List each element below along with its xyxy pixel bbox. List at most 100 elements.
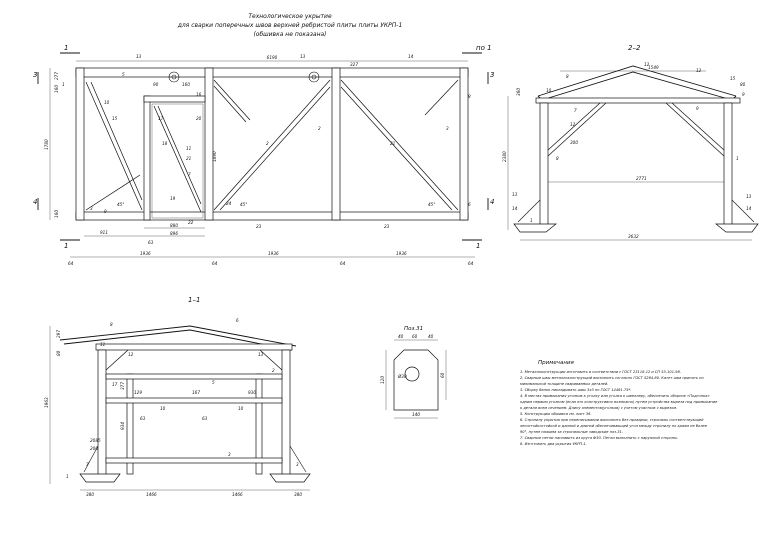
front-door-head [143,95,206,103]
front-pos-14: 19 [170,196,176,201]
pos31-left-h: 120 [380,376,385,384]
pos31-hole: Ø30 [397,374,407,379]
front-post-left [75,67,85,221]
front-door-post-left [143,95,151,221]
pos31-top-a: 40 [398,334,404,339]
front-pos-6: 16 [196,92,202,97]
dim-top-mark3: 160 [182,82,190,87]
view11-post-left [97,349,107,476]
note-line-10: лесостойкостойкой и длиной и длиной обес… [519,424,708,428]
view11-dim-i5: 63 [202,416,208,421]
view11-dim-b-mid1: 1466 [146,492,157,497]
front-pos-2: 13 [300,54,306,59]
view11-pos-5: 13 [258,352,264,357]
front-pos-3: 14 [408,54,414,59]
pos31-hole-icon [404,366,420,382]
view11-dim-h-top2: 80 [56,350,61,356]
view22-dim-a3: 15 [730,76,736,81]
front-pos-5: 1 [62,82,65,87]
view-2-2: 2–2 1549 2771 3632 2380 360 300 80 15 [502,44,759,241]
cut1-bottom-right: 1 [476,242,480,250]
front-pos-4: 5 [122,72,125,77]
front-pos-25: 6 [468,202,471,207]
view22-pos-2: 10 [546,88,552,93]
view11-dim-v1: 377 [120,382,125,390]
view11-dim-b-right: 380 [294,492,302,497]
front-pos-7: 15 [112,116,118,121]
note-line-3: минимальной толщине свариваемых деталей. [520,382,608,386]
view11-dim-i3: 930 [248,390,256,395]
view22-dim-bottom: 2771 [636,176,647,181]
view11-dim-v2: 934 [120,422,125,430]
lifting-loop-icon [308,71,320,83]
cut1-bottom-left: 1 [64,242,68,250]
view22-pos-14: 8 [556,156,559,161]
title-line1: Технологическое укрытие [248,13,332,20]
pos31-right-h: 60 [440,372,445,378]
view11-pos-10: 10 [238,406,244,411]
view11-dim-b-mid2: 1466 [232,492,243,497]
view22-pos-9: 13 [512,192,518,197]
view22-pos-10: 14 [512,206,518,211]
front-pos-23: 8 [468,94,471,99]
view22-pos-13: 1 [530,218,533,223]
pos31-top-b: 60 [412,334,418,339]
lifting-loop-icon [168,71,180,83]
front-pos-18: 2 [266,141,269,146]
view11-pos-3: 11 [100,342,106,347]
dim-door-h: 1890 [212,151,217,162]
view22-dim-h: 2380 [502,151,507,162]
front-pos-8: 17 [158,116,164,121]
view11-pos-1: 8 [110,322,113,327]
view11-pos-13: 3 [296,462,299,467]
angle-2: 45° [240,202,247,207]
view22-dim-h-top: 360 [516,88,521,96]
note-line-13: 8. Изготовить два укрытия УКРП-1. [520,442,587,446]
cut4-right-label: 4 [490,198,494,206]
view11-pos-4: 12 [128,352,134,357]
note-line-8: 5. Конструкцию обшивки см. лист 36. [520,412,592,416]
front-pos-9: 18 [162,141,168,146]
cut3-right-label: 3 [490,71,494,79]
front-pos-22: 24 [226,201,232,206]
notes-block: Примечания 1. Металлоконструкции изготов… [519,360,718,446]
view11-title: 1–1 [188,296,200,304]
front-post-right [459,67,469,221]
note-line-1: 1. Металлоконструкции изготовить в соотв… [520,370,681,374]
view22-pos-3: 12 [644,62,650,67]
note-line-9: 6. Стропилу укрытия при переписывании вы… [520,418,704,422]
dim-h-bot: 160 [54,210,59,218]
front-top-chord [75,67,469,78]
front-pos-20: 22 [188,220,194,225]
cut3-left-label: 3 [33,71,37,79]
title-line2: для сварки поперечных швов верхней ребри… [177,22,403,29]
view22-pos-4: 12 [696,68,702,73]
dim-bay2: 1936 [268,251,279,256]
title-line3: (обшивка не показана) [253,31,326,38]
front-pos-10: 20 [196,116,202,121]
note-line-12: 7. Сварные петли наплавить из круга Ф30.… [520,436,678,440]
front-elevation: 1 по 1 3 3 4 4 1 1 [33,44,494,266]
view11-post-right [281,349,291,476]
angle-3: 45° [428,202,435,207]
view11-pos-11: 3 [228,452,231,457]
view11-dim-v4: 200 [90,446,98,451]
view22-post-right [723,102,733,226]
detail-pos31: Поз.31 40 60 40 120 60 Ø30 140 [380,326,447,419]
front-pos-27: 10 [104,100,110,105]
front-pos-21: 23 [256,224,262,229]
view22-pos-6: 7 [574,108,577,113]
pos31-top-c: 40 [428,334,434,339]
note-line-7: к детали всем сечением. Длину элементов(… [520,406,677,410]
view22-top-beam [535,97,741,104]
view22-pos-1: 8 [566,74,569,79]
dim-off1: 911 [100,230,108,235]
pos31-title: Поз.31 [404,326,423,332]
dim-h-top: 160 [54,85,59,93]
view11-dim-v3: 2085 [90,438,101,443]
front-pos-1: 13 [136,54,142,59]
front-pos-13: 7 [188,172,191,177]
view11-pos-12: 7 [86,462,89,467]
